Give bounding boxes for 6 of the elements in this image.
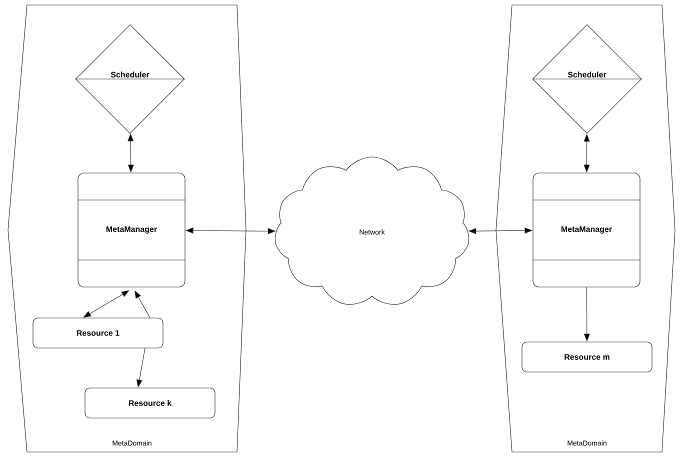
resource-box: Resource 1	[32, 318, 164, 348]
resource-box: Resource k	[84, 388, 216, 418]
manager-box: MetaManager	[78, 172, 186, 288]
arrow	[83, 290, 130, 318]
resource-box: Resource m	[522, 342, 652, 372]
manager-box: MetaManager	[532, 172, 640, 288]
